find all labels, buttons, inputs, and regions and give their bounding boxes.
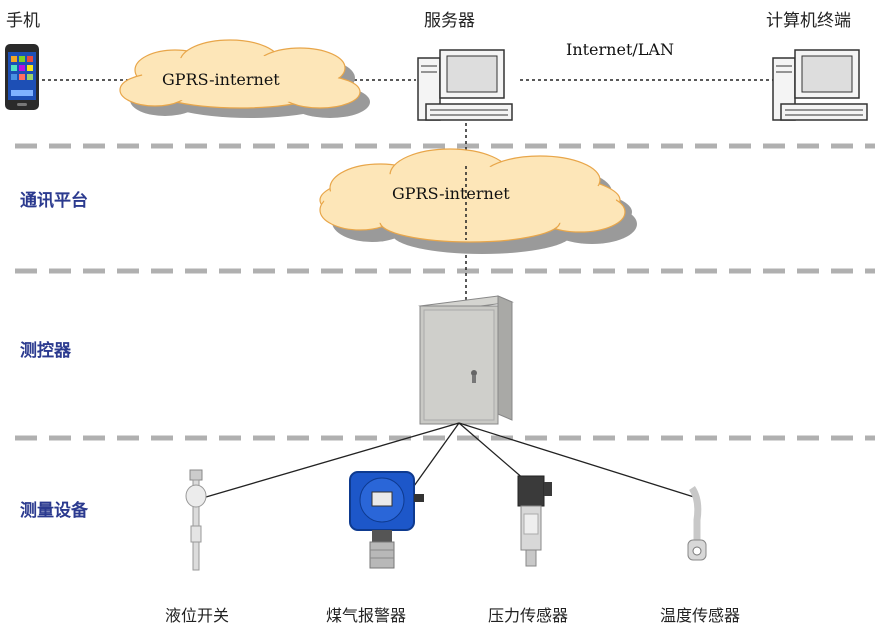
cloud-top — [119, 39, 370, 118]
cloud-middle — [319, 148, 637, 254]
tier-label-comm-platform: 通讯平台 — [20, 191, 88, 211]
temperature-sensor-icon — [687, 486, 707, 561]
wire-temperature-sensor — [458, 422, 695, 498]
wire-level-switch — [205, 422, 460, 498]
device-label-temperature-sensor: 温度传感器 — [660, 606, 741, 625]
gas-alarm-icon — [349, 471, 424, 569]
device-label-level-switch: 液位开关 — [165, 606, 230, 625]
device-label-pressure-sensor: 压力传感器 — [488, 606, 569, 625]
level-switch-icon — [185, 469, 207, 571]
terminal-label: 计算机终端 — [766, 11, 851, 31]
device-label-gas-alarm: 煤气报警器 — [326, 606, 407, 625]
cloud-middle-label: GPRS-internet — [392, 184, 510, 203]
server-computer-icon — [417, 49, 513, 121]
tier-label-measure-devices: 测量设备 — [20, 501, 88, 521]
tier-label-controller: 测控器 — [20, 341, 71, 361]
internet-lan-label: Internet/LAN — [566, 40, 674, 59]
wire-pressure-sensor — [458, 422, 526, 481]
cloud-top-label: GPRS-internet — [162, 70, 280, 89]
terminal-computer-icon — [772, 49, 868, 121]
server-label: 服务器 — [424, 11, 475, 31]
phone-icon — [5, 44, 39, 110]
pressure-sensor-icon — [517, 475, 552, 567]
phone-label: 手机 — [6, 11, 40, 31]
controller-cabinet-icon — [418, 295, 514, 425]
